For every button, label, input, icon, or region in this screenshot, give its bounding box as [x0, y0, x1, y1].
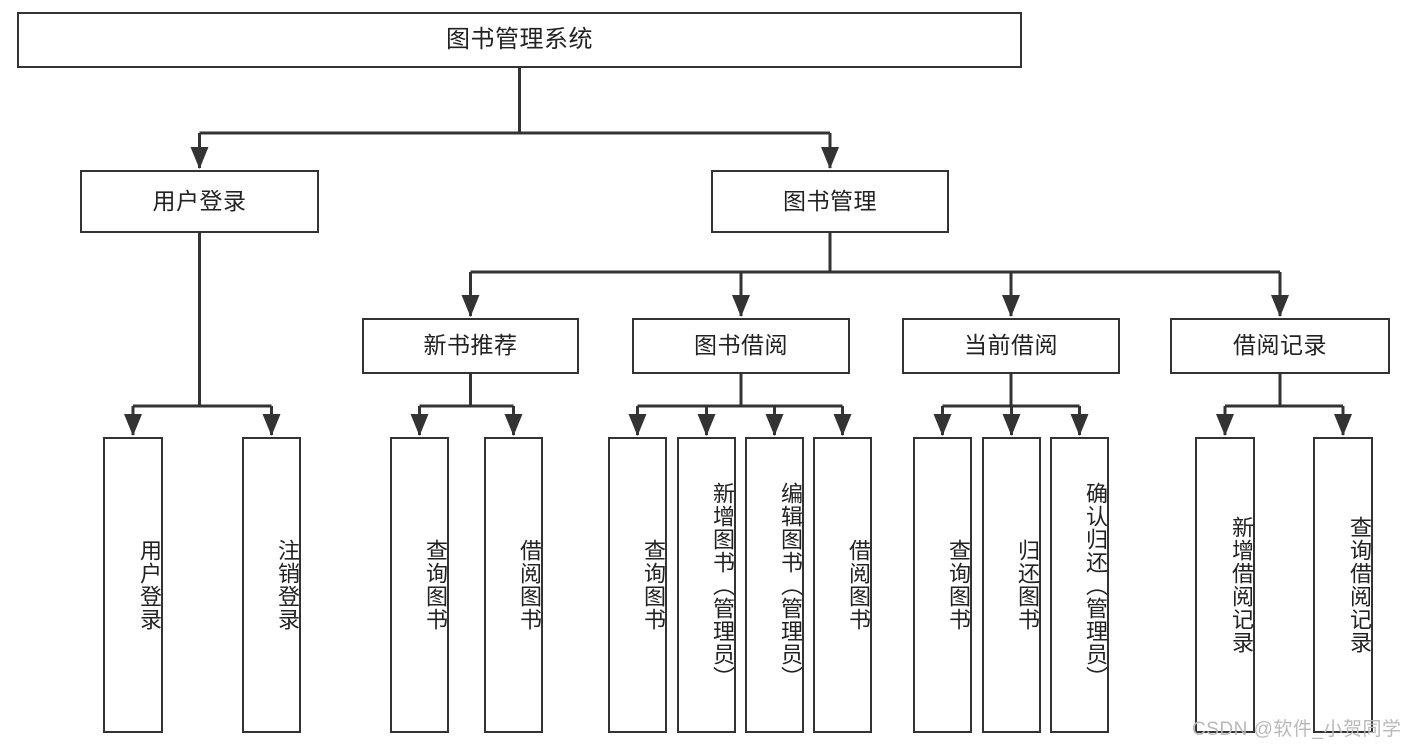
node-level2-book-management[interactable]: 图书管理	[711, 170, 949, 233]
node-leaf-query-book-borrow[interactable]: 查询图书	[608, 437, 667, 733]
node-label: 查询图书	[641, 539, 666, 631]
node-label: 借阅图书	[517, 539, 542, 631]
node-leaf-logout[interactable]: 注销登录	[242, 437, 301, 733]
node-label: 编辑图书（管理员）	[778, 481, 803, 689]
node-level3-book-borrow[interactable]: 图书借阅	[632, 318, 850, 374]
node-level3-new-book-recommend[interactable]: 新书推荐	[362, 318, 579, 374]
node-label: 用户登录	[152, 187, 247, 214]
node-leaf-user-login[interactable]: 用户登录	[103, 437, 163, 733]
node-label: 归还图书	[1015, 539, 1040, 631]
node-leaf-borrow-book-recommend[interactable]: 借阅图书	[484, 437, 543, 733]
node-leaf-query-book-current[interactable]: 查询图书	[913, 437, 972, 733]
node-leaf-edit-book-admin[interactable]: 编辑图书（管理员）	[745, 437, 804, 733]
node-label: 图书管理系统	[446, 25, 593, 53]
node-label: 当前借阅	[964, 332, 1058, 359]
node-label: 注销登录	[275, 539, 300, 631]
node-label: 新增借阅记录	[1229, 516, 1254, 654]
node-leaf-borrow-book[interactable]: 借阅图书	[813, 437, 872, 733]
node-label: 新书推荐	[423, 332, 518, 359]
node-label: 查询图书	[946, 539, 971, 631]
node-level3-borrow-record[interactable]: 借阅记录	[1170, 318, 1390, 374]
watermark: CSDN @软件_小贺同学	[1192, 719, 1402, 740]
node-leaf-add-book-admin[interactable]: 新增图书（管理员）	[677, 437, 736, 733]
node-label: 图书管理	[783, 187, 877, 214]
node-label: 借阅图书	[846, 539, 871, 631]
node-leaf-query-borrow-record[interactable]: 查询借阅记录	[1313, 437, 1373, 733]
node-label: 查询借阅记录	[1347, 516, 1372, 654]
node-label: 借阅记录	[1233, 332, 1327, 359]
node-level3-current-borrow[interactable]: 当前借阅	[902, 318, 1120, 374]
node-root[interactable]: 图书管理系统	[17, 12, 1022, 68]
node-level2-user-login[interactable]: 用户登录	[80, 170, 319, 233]
node-label: 确认归还（管理员）	[1083, 481, 1108, 689]
node-label: 查询图书	[423, 539, 448, 631]
node-leaf-return-book[interactable]: 归还图书	[982, 437, 1041, 733]
node-label: 新增图书（管理员）	[710, 481, 735, 689]
node-leaf-confirm-return-admin[interactable]: 确认归还（管理员）	[1050, 437, 1109, 733]
node-label: 图书借阅	[694, 332, 788, 359]
node-leaf-query-book-recommend[interactable]: 查询图书	[390, 437, 449, 733]
node-leaf-add-borrow-record[interactable]: 新增借阅记录	[1195, 437, 1255, 733]
node-label: 用户登录	[137, 539, 162, 631]
